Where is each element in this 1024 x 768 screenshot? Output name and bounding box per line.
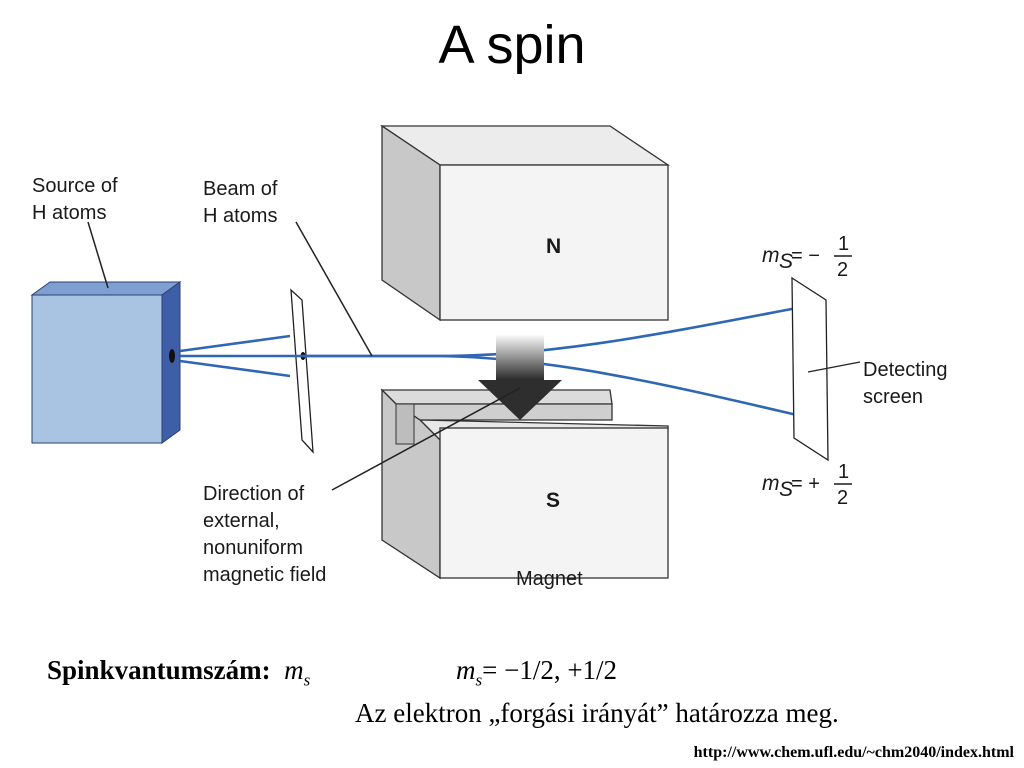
magnet-north-pole [379, 124, 671, 322]
ms-values-subscript: s [475, 670, 483, 690]
svg-text:m: m [762, 472, 780, 495]
quantum-number-line: Spinkvantumszám: ms [47, 655, 310, 690]
ms-values-line: ms= −1/2, +1/2 [456, 655, 617, 690]
ms-minus-half-label: m S = − 1 2 [762, 233, 852, 281]
field-label-line4: magnetic field [203, 564, 326, 586]
ms-plus-half-label: m S = + 1 2 [762, 461, 852, 509]
stern-gerlach-diagram: Source of H atoms Beam of H atoms N S Ma… [30, 124, 948, 590]
svg-text:1: 1 [838, 461, 849, 483]
north-pole-label: N [546, 235, 561, 258]
svg-text:= −: = − [791, 245, 820, 267]
source-label-line1: Source of [32, 175, 118, 197]
svg-text:S: S [779, 478, 793, 501]
source-url: http://www.chem.ufl.edu/~chm2040/index.h… [693, 744, 1014, 761]
svg-text:2: 2 [837, 259, 848, 281]
field-label-line3: nonuniform [203, 537, 303, 559]
slide-title: A spin [438, 15, 586, 75]
svg-text:S: S [779, 250, 793, 273]
field-label-line2: external, [203, 510, 280, 532]
detect-label-line2: screen [863, 386, 923, 408]
svg-text:2: 2 [837, 487, 848, 509]
beam-label-line1: Beam of [203, 178, 278, 200]
ms-subscript: s [303, 670, 311, 690]
svg-text:m: m [762, 244, 780, 267]
detecting-screen [791, 276, 829, 462]
ms-values-symbol: m [456, 655, 476, 685]
atom-beam [179, 302, 819, 420]
ms-symbol: m [284, 655, 304, 685]
spin-description: Az elektron „forgási irányát” határozza … [355, 698, 839, 728]
collimator-plate [290, 288, 314, 454]
source-label-line2: H atoms [32, 202, 106, 224]
field-direction-arrow [478, 334, 562, 420]
south-pole-label: S [546, 489, 560, 512]
ms-values: = −1/2, +1/2 [482, 655, 618, 685]
source-box [30, 281, 182, 444]
detect-label-line1: Detecting [863, 359, 948, 381]
svg-text:1: 1 [838, 233, 849, 255]
magnet-south-pole [380, 388, 669, 580]
beam-label-line2: H atoms [203, 205, 277, 227]
field-label-line1: Direction of [203, 483, 305, 505]
magnet-label: Magnet [516, 568, 583, 590]
quantum-number-label: Spinkvantumszám: [47, 655, 271, 685]
svg-text:= +: = + [791, 473, 820, 495]
